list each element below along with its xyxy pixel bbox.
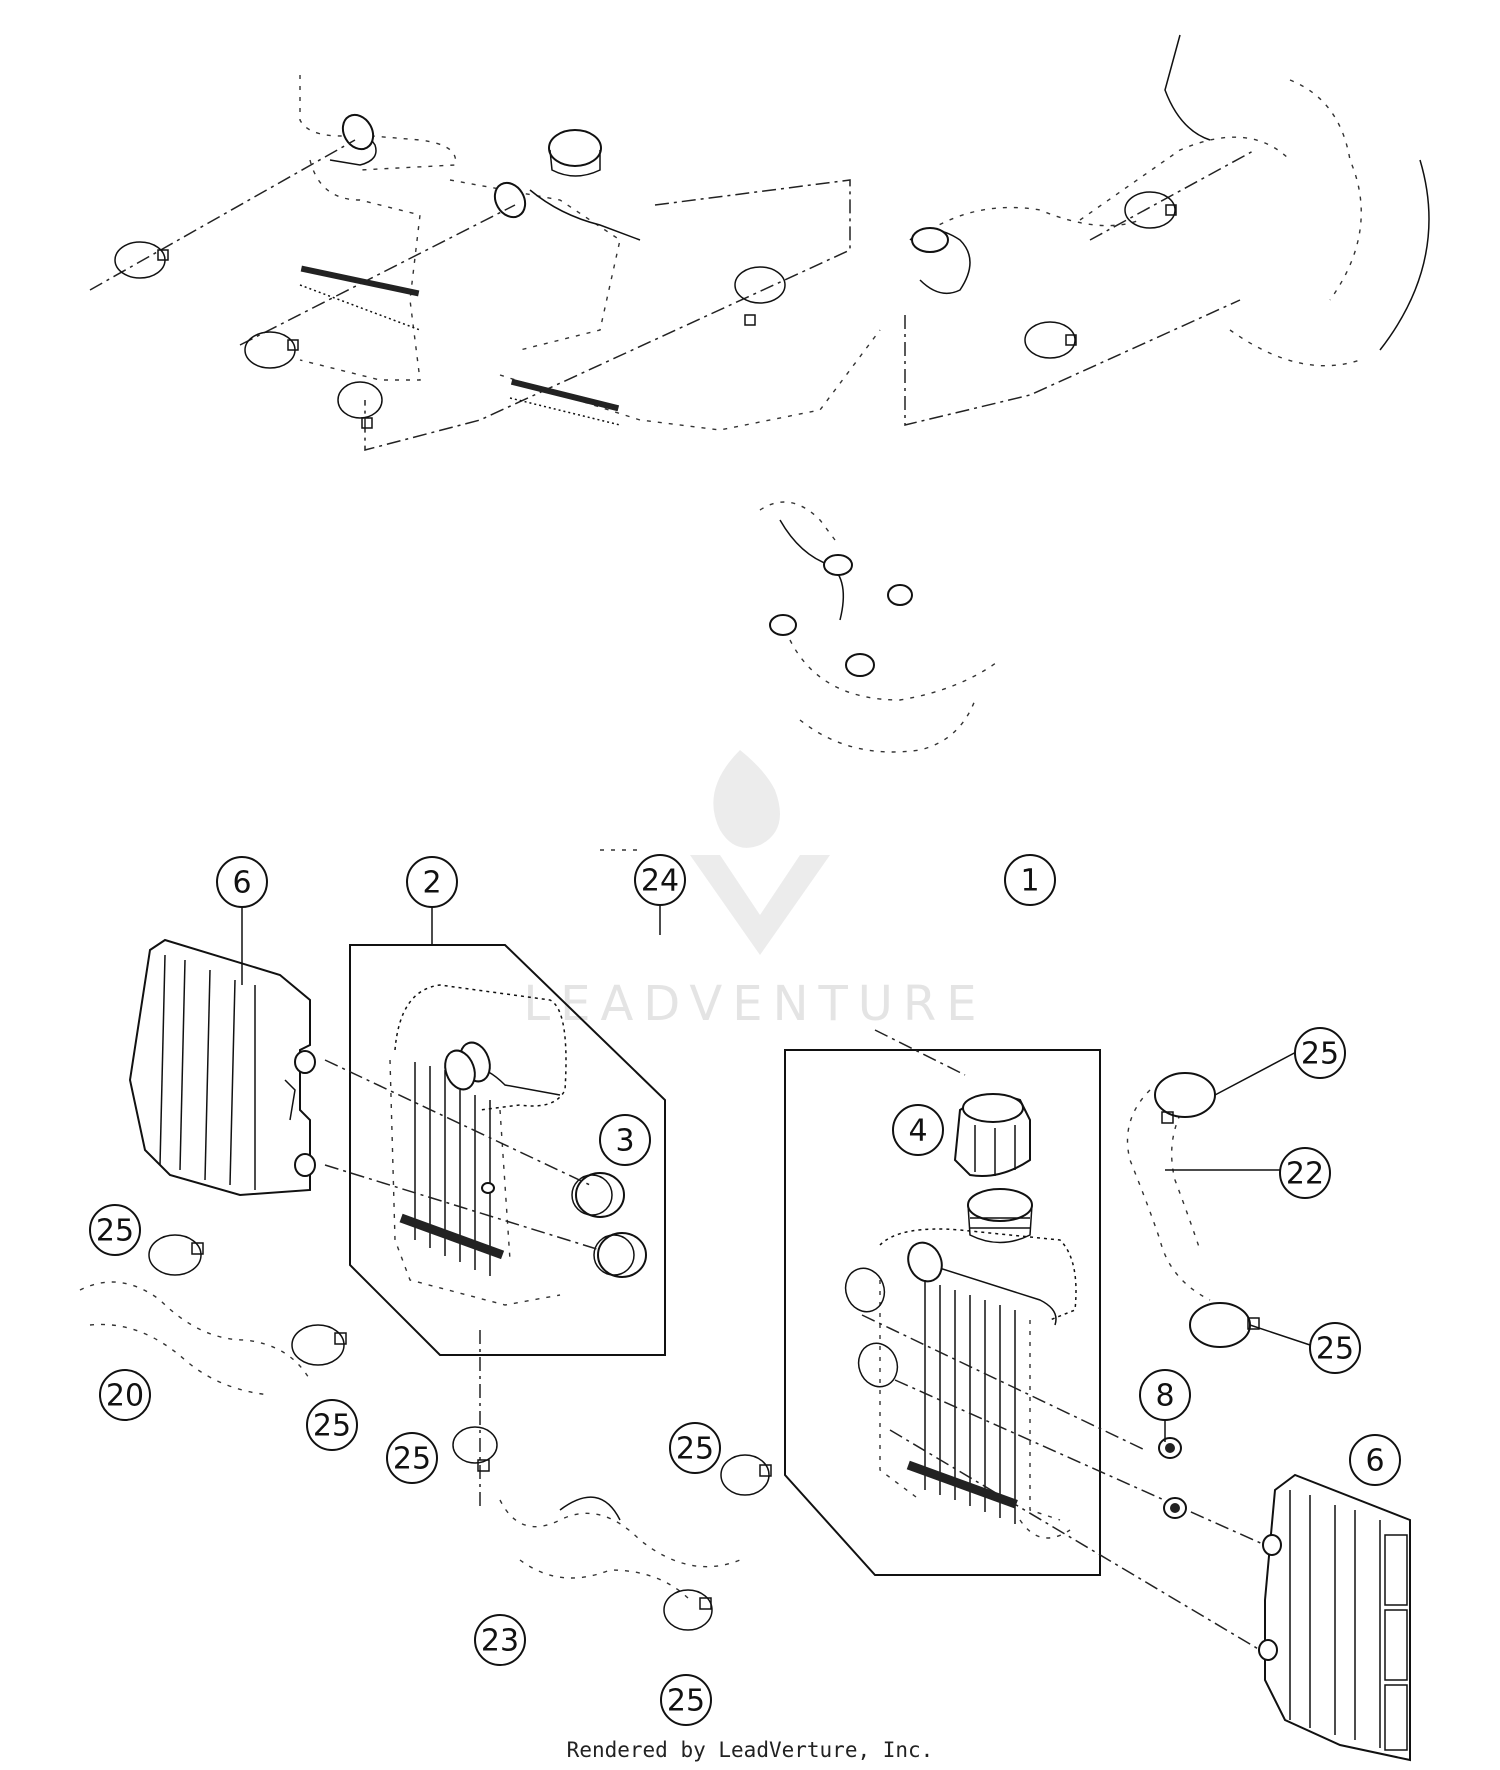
svg-text:20: 20 xyxy=(106,1379,144,1414)
cap-3-lower xyxy=(597,1232,647,1278)
callout-22: 22 xyxy=(1279,1147,1331,1199)
svg-text:24: 24 xyxy=(641,864,679,899)
clamp-25-g xyxy=(1189,1302,1251,1348)
svg-text:25: 25 xyxy=(393,1442,431,1477)
svg-text:25: 25 xyxy=(313,1409,351,1444)
svg-text:3: 3 xyxy=(615,1124,634,1159)
clamp-25-c xyxy=(452,1426,498,1464)
svg-text:23: 23 xyxy=(481,1624,519,1659)
center-lower-hose xyxy=(452,849,772,1631)
callout-25-center-right: 25 xyxy=(669,1422,721,1474)
radiator-cap-4 xyxy=(953,1093,1031,1177)
clamp-25-d xyxy=(720,1454,770,1496)
callout-8: 8 xyxy=(1139,1369,1191,1421)
left-lower-hose xyxy=(79,1234,347,1396)
svg-text:2: 2 xyxy=(422,866,441,901)
right-shroud xyxy=(1258,1473,1411,1762)
svg-text:25: 25 xyxy=(96,1214,134,1249)
svg-text:25: 25 xyxy=(667,1684,705,1719)
left-radiator-group xyxy=(324,944,666,1510)
left-radiator-core xyxy=(399,1062,505,1276)
callout-23: 23 xyxy=(474,1614,526,1666)
right-radiator-group xyxy=(784,1029,1266,1651)
overview-assembly xyxy=(89,34,1430,753)
clamp-25-a xyxy=(148,1234,202,1276)
right-radiator-core xyxy=(906,1280,1018,1524)
callout-1: 1 xyxy=(1004,854,1056,906)
watermark-flame-icon xyxy=(713,750,780,848)
watermark-v-icon xyxy=(690,855,830,955)
clamp-25-b xyxy=(291,1324,345,1366)
svg-text:22: 22 xyxy=(1286,1157,1324,1192)
right-upper-hose xyxy=(1126,1072,1260,1348)
left-shroud-outline xyxy=(128,938,311,1197)
callout-25-right-lower: 25 xyxy=(1309,1322,1361,1374)
right-shroud-outline xyxy=(1264,1473,1411,1762)
callout-6-left: 6 xyxy=(216,856,268,908)
svg-text:25: 25 xyxy=(1316,1332,1354,1367)
clamp-25-e xyxy=(663,1589,713,1631)
callout-2: 2 xyxy=(406,856,458,908)
group-frame-1 xyxy=(784,1049,1101,1576)
left-shroud xyxy=(128,938,316,1197)
render-credit: Rendered by LeadVerture, Inc. xyxy=(566,1738,934,1762)
callout-25-center-left: 25 xyxy=(386,1432,438,1484)
clamp-25-f xyxy=(1154,1072,1216,1118)
callout-24: 24 xyxy=(634,854,686,906)
callout-4: 4 xyxy=(892,1104,944,1156)
callout-25-bottom: 25 xyxy=(660,1674,712,1726)
callout-20: 20 xyxy=(99,1369,151,1421)
group-frame-2 xyxy=(349,944,666,1356)
watermark-text: LEADVENTURE xyxy=(523,976,986,1032)
svg-text:6: 6 xyxy=(232,866,251,901)
callout-25-right-upper: 25 xyxy=(1294,1027,1346,1079)
svg-text:6: 6 xyxy=(1365,1444,1384,1479)
callout-25-left-upper: 25 xyxy=(89,1204,141,1256)
svg-text:4: 4 xyxy=(908,1114,927,1149)
callout-25-left-lower: 25 xyxy=(306,1399,358,1451)
watermark: LEADVENTURE xyxy=(523,750,986,1032)
cap-3-upper xyxy=(575,1172,625,1218)
svg-text:1: 1 xyxy=(1020,864,1039,899)
callout-6-right: 6 xyxy=(1349,1434,1401,1486)
svg-text:8: 8 xyxy=(1155,1379,1174,1414)
svg-text:25: 25 xyxy=(1301,1037,1339,1072)
callout-3: 3 xyxy=(599,1114,651,1166)
leader-lines xyxy=(241,905,1311,1442)
svg-text:25: 25 xyxy=(676,1432,714,1467)
